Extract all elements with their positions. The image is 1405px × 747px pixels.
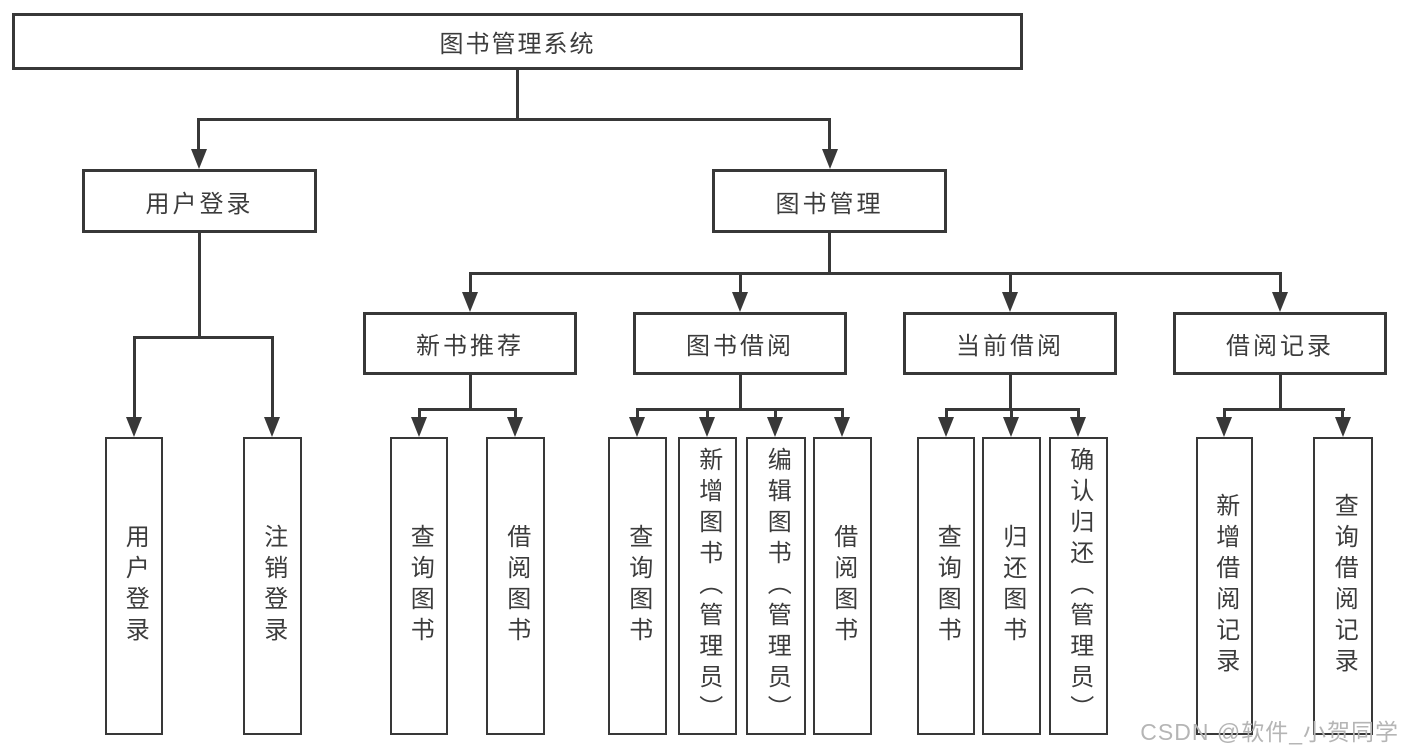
- leaf-edit-book-admin: 编辑图书（管理员）: [746, 437, 806, 735]
- arrow-down-icon: [1070, 417, 1086, 437]
- arrow-down-icon: [834, 417, 850, 437]
- leaf-add-book-admin: 新增图书（管理员）: [678, 437, 737, 735]
- leaf-query-borrow-record: 查询借阅记录: [1313, 437, 1373, 735]
- connector-drop-leaf: [514, 408, 517, 419]
- leaf-borrow-books: 借阅图书: [813, 437, 872, 735]
- leaf-query-borrow-record-label: 查询借阅记录: [1330, 493, 1358, 679]
- node-book-borrowing: 图书借阅: [633, 312, 847, 375]
- connector-book-borrow-stem: [739, 375, 742, 411]
- connector-borrow-records-stem: [1279, 375, 1282, 411]
- leaf-add-borrow-record: 新增借阅记录: [1196, 437, 1253, 735]
- arrow-down-icon: [462, 292, 478, 312]
- connector-drop-book-borrow: [739, 272, 742, 294]
- arrow-down-icon: [264, 417, 280, 437]
- connector-user-login-rail: [133, 336, 274, 339]
- leaf-borrow-books-label: 借阅图书: [829, 524, 857, 648]
- leaf-query-books-current: 查询图书: [917, 437, 975, 735]
- connector-drop-book-management: [828, 118, 831, 151]
- connector-drop-leaf: [636, 408, 639, 419]
- connector-root-stem: [516, 70, 519, 118]
- arrow-down-icon: [126, 417, 142, 437]
- connector-drop-user-login: [197, 118, 200, 151]
- connector-drop-leaf: [133, 336, 136, 419]
- leaf-add-borrow-record-label: 新增借阅记录: [1211, 493, 1239, 679]
- leaf-borrow-books-recommend-label: 借阅图书: [502, 524, 530, 648]
- node-user-login: 用户登录: [82, 169, 317, 233]
- leaf-return-book-label: 归还图书: [998, 524, 1026, 648]
- leaf-query-books-current-label: 查询图书: [933, 524, 961, 648]
- leaf-user-login-label: 用户登录: [121, 524, 149, 648]
- arrow-down-icon: [1335, 417, 1351, 437]
- connector-book-management-stem: [828, 233, 831, 275]
- csdn-watermark: CSDN @软件_小贺同学: [1140, 719, 1399, 745]
- leaf-confirm-return-admin-label: 确认归还（管理员）: [1065, 446, 1093, 726]
- connector-user-login-stem: [198, 233, 201, 339]
- arrow-down-icon: [1272, 292, 1288, 312]
- node-current-borrowing: 当前借阅: [903, 312, 1117, 375]
- node-borrowing-records: 借阅记录: [1173, 312, 1387, 375]
- arrow-down-icon: [1002, 292, 1018, 312]
- arrow-down-icon: [938, 417, 954, 437]
- connector-drop-leaf: [1010, 408, 1013, 419]
- connector-drop-leaf: [706, 408, 709, 419]
- connector-current-borrow-stem: [1009, 375, 1012, 411]
- connector-drop-current-borrow: [1009, 272, 1012, 294]
- connector-new-book-rail: [418, 408, 517, 411]
- arrow-down-icon: [1003, 417, 1019, 437]
- arrow-down-icon: [629, 417, 645, 437]
- arrow-down-icon: [411, 417, 427, 437]
- leaf-return-book: 归还图书: [982, 437, 1041, 735]
- connector-drop-leaf: [945, 408, 948, 419]
- node-library-management-system: 图书管理系统: [12, 13, 1023, 70]
- connector-drop-leaf: [774, 408, 777, 419]
- connector-drop-leaf: [1077, 408, 1080, 419]
- arrow-down-icon: [1216, 417, 1232, 437]
- arrow-down-icon: [767, 417, 783, 437]
- leaf-query-books-borrow-label: 查询图书: [624, 524, 652, 648]
- connector-drop-leaf: [271, 336, 274, 419]
- connector-drop-borrow-records: [1279, 272, 1282, 294]
- connector-drop-leaf: [841, 408, 844, 419]
- arrow-down-icon: [507, 417, 523, 437]
- connector-borrow-records-rail: [1223, 408, 1345, 411]
- connector-drop-leaf: [418, 408, 421, 419]
- connector-drop-leaf: [1341, 408, 1344, 419]
- node-book-management: 图书管理: [712, 169, 947, 233]
- leaf-query-books-recommend-label: 查询图书: [406, 524, 434, 648]
- leaf-query-books-recommend: 查询图书: [390, 437, 448, 735]
- leaf-logout-login: 注销登录: [243, 437, 302, 735]
- node-new-book-recommendation: 新书推荐: [363, 312, 577, 375]
- connector-drop-new-book: [469, 272, 472, 294]
- leaf-confirm-return-admin: 确认归还（管理员）: [1049, 437, 1108, 735]
- connector-book-borrow-rail: [636, 408, 844, 411]
- leaf-user-login: 用户登录: [105, 437, 163, 735]
- arrow-down-icon: [822, 149, 838, 169]
- leaf-query-books-borrow: 查询图书: [608, 437, 667, 735]
- connector-book-management-rail: [469, 272, 1282, 275]
- arrow-down-icon: [191, 149, 207, 169]
- connector-new-book-stem: [469, 375, 472, 411]
- arrow-down-icon: [699, 417, 715, 437]
- leaf-edit-book-admin-label: 编辑图书（管理员）: [763, 446, 791, 726]
- connector-drop-leaf: [1223, 408, 1226, 419]
- connector-root-rail: [197, 118, 831, 121]
- leaf-add-book-admin-label: 新增图书（管理员）: [694, 446, 722, 726]
- leaf-borrow-books-recommend: 借阅图书: [486, 437, 545, 735]
- leaf-logout-login-label: 注销登录: [259, 524, 287, 648]
- arrow-down-icon: [732, 292, 748, 312]
